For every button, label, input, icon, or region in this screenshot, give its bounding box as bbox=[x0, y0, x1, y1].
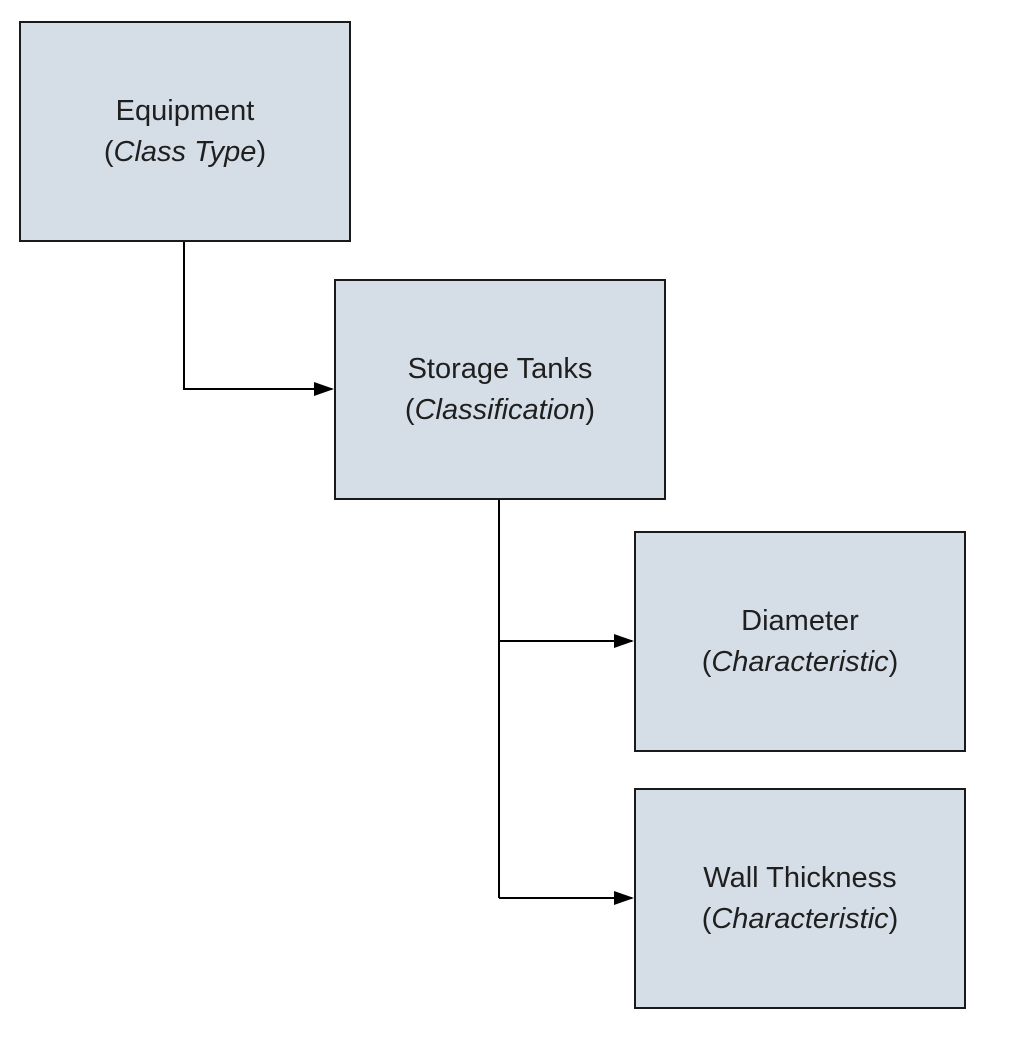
node-storage-tanks-type: Classification bbox=[414, 393, 586, 426]
close-paren: ) bbox=[256, 135, 267, 168]
node-diameter-type-line: (Characteristic) bbox=[702, 642, 899, 683]
node-wall-thickness-type-line: (Characteristic) bbox=[702, 899, 899, 940]
node-storage-tanks: Storage Tanks (Classification) bbox=[334, 279, 666, 500]
node-diameter-type: Characteristic bbox=[711, 645, 889, 678]
node-equipment-name: Equipment bbox=[115, 94, 255, 127]
node-wall-thickness-name: Wall Thickness bbox=[703, 861, 897, 894]
node-equipment: Equipment (Class Type) bbox=[19, 21, 351, 242]
close-paren: ) bbox=[888, 645, 899, 678]
node-storage-tanks-name: Storage Tanks bbox=[407, 352, 593, 385]
close-paren: ) bbox=[585, 393, 596, 426]
node-equipment-type: Class Type bbox=[113, 135, 257, 168]
edge-equipment-to-storage-tanks bbox=[183, 242, 334, 396]
open-paren: ( bbox=[103, 135, 114, 168]
close-paren: ) bbox=[888, 902, 899, 935]
node-equipment-type-line: (Class Type) bbox=[104, 132, 266, 173]
open-paren: ( bbox=[404, 393, 415, 426]
open-paren: ( bbox=[701, 645, 712, 678]
node-wall-thickness: Wall Thickness (Characteristic) bbox=[634, 788, 966, 1009]
node-storage-tanks-type-line: (Classification) bbox=[405, 390, 595, 431]
node-diameter: Diameter (Characteristic) bbox=[634, 531, 966, 752]
open-paren: ( bbox=[701, 902, 712, 935]
node-wall-thickness-type: Characteristic bbox=[711, 902, 889, 935]
node-diameter-name: Diameter bbox=[741, 604, 859, 637]
